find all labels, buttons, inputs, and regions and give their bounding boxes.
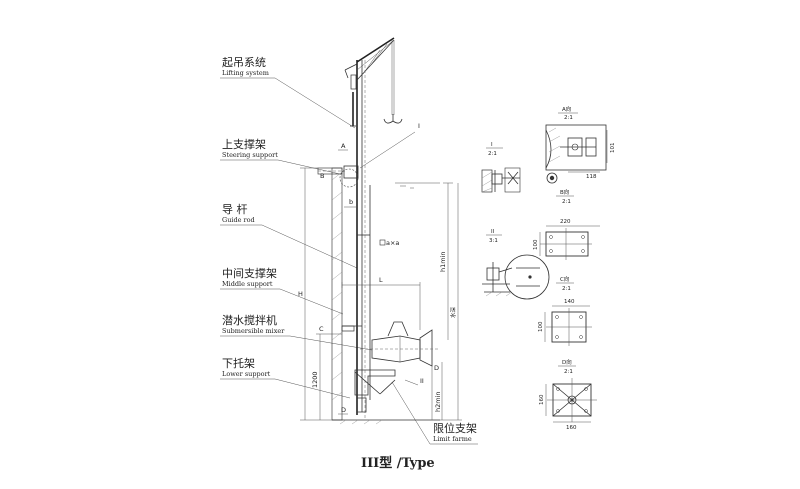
mixer-propeller bbox=[419, 329, 433, 367]
callout-guide-en: Guide rod bbox=[222, 216, 255, 224]
detail-II-title: II bbox=[491, 229, 495, 235]
label-water-depth: 水深 bbox=[449, 306, 457, 318]
callout-limit-en: Limit farme bbox=[433, 435, 472, 443]
label-1200: 1200 bbox=[311, 371, 319, 388]
label-h2min: h2min bbox=[434, 391, 442, 412]
callout-steering-support: 上支撑架 Steering support bbox=[220, 137, 341, 175]
callout-mixer-en: Submersible mixer bbox=[222, 327, 285, 335]
detail-A-scale: 2:1 bbox=[564, 115, 573, 121]
marker-C: C bbox=[319, 325, 324, 333]
detail-A-title: A向 bbox=[562, 105, 571, 113]
detail-C-view: C向 2:1 140 100 bbox=[538, 275, 592, 346]
detail-D-scale: 2:1 bbox=[564, 369, 573, 375]
detail-C-title: C向 bbox=[560, 275, 569, 283]
detail-C-dim-140: 140 bbox=[564, 299, 575, 305]
limit-frame bbox=[357, 397, 367, 413]
submersible-mixer bbox=[360, 321, 440, 367]
detail-D-title: D向 bbox=[562, 358, 572, 366]
middle-support-square bbox=[379, 239, 386, 246]
marker-B: B bbox=[320, 172, 324, 180]
callout-middle-en: Middle support bbox=[222, 280, 273, 288]
detail-I-title: I bbox=[491, 142, 493, 148]
label-h1min: h1min bbox=[439, 251, 447, 272]
marker-II: II bbox=[420, 377, 424, 385]
marker-D: D bbox=[341, 406, 346, 414]
callout-lifting-en: Lifting system bbox=[222, 69, 269, 77]
label-H: H bbox=[298, 290, 303, 298]
detail-II-circle bbox=[504, 254, 550, 300]
detail-B-scale: 2:1 bbox=[562, 199, 571, 205]
detail-D-dim-height: 160 bbox=[539, 394, 545, 405]
detail-D-dim-width: 160 bbox=[566, 425, 577, 431]
callout-limit-cn: 限位支架 bbox=[433, 421, 477, 435]
wall-hatching bbox=[331, 171, 343, 401]
crane-jib bbox=[356, 37, 395, 63]
detail-B-title: B向 bbox=[560, 188, 569, 196]
marker-I: I bbox=[418, 122, 420, 130]
detail-B-dim-220: 220 bbox=[560, 219, 571, 225]
detail-D-view: D向 2:1 160 160 bbox=[539, 358, 597, 431]
callout-lifting-cn: 起吊系统 bbox=[222, 56, 266, 69]
hook-icon bbox=[383, 114, 394, 124]
detail-I-scale: 2:1 bbox=[488, 151, 497, 157]
detail-A-dim-101: 101 bbox=[610, 143, 616, 154]
detail-B-dim-100: 100 bbox=[533, 239, 539, 250]
tank-wall bbox=[331, 167, 343, 421]
callout-steering-en: Steering support bbox=[222, 151, 278, 159]
marker-A: A bbox=[341, 142, 346, 150]
callout-submersible-mixer: 潜水搅拌机 Submersible mixer bbox=[220, 313, 373, 351]
steering-support bbox=[343, 165, 359, 179]
callout-limit-frame: 限位支架 Limit farme bbox=[391, 381, 478, 445]
callout-lifting-system: 起吊系统 Lifting system bbox=[220, 56, 356, 129]
detail-C-dim-100: 100 bbox=[538, 321, 544, 332]
callout-lower-support: 下托架 Lower support bbox=[220, 356, 351, 399]
main-elevation-view: a×a H 1200 L bbox=[298, 37, 462, 425]
callout-lower-en: Lower support bbox=[222, 370, 271, 378]
label-L: L bbox=[379, 276, 383, 284]
detail-II-view: II 3:1 bbox=[482, 229, 550, 300]
detail-I-view: I 2:1 bbox=[481, 142, 521, 193]
callout-middle-cn: 中间支撑架 bbox=[222, 266, 277, 280]
detail-II-scale: 3:1 bbox=[489, 238, 498, 244]
callout-mixer-cn: 潜水搅拌机 bbox=[222, 313, 277, 327]
lower-support bbox=[354, 369, 396, 396]
label-b: b bbox=[349, 198, 353, 206]
mixer-lift-handle bbox=[387, 321, 409, 337]
label-square: a×a bbox=[386, 239, 399, 247]
label-D: D bbox=[434, 364, 439, 372]
callout-lower-cn: 下托架 bbox=[222, 356, 255, 370]
middle-support-bracket bbox=[341, 325, 355, 332]
callout-middle-support: 中间支撑架 Middle support bbox=[220, 266, 344, 315]
callout-guide-cn: 导 杆 bbox=[222, 202, 248, 216]
detail-A-view: A向 2:1 101 118 bbox=[545, 105, 616, 184]
figure-caption: III型 /Type bbox=[361, 455, 435, 471]
callout-guide-rod: 导 杆 Guide rod bbox=[220, 202, 358, 269]
detail-A-dim-118: 118 bbox=[586, 174, 597, 180]
detail-C-scale: 2:1 bbox=[562, 286, 571, 292]
callout-steering-cn: 上支撑架 bbox=[222, 137, 266, 151]
detail-B-view: B向 2:1 220 100 bbox=[533, 188, 600, 260]
